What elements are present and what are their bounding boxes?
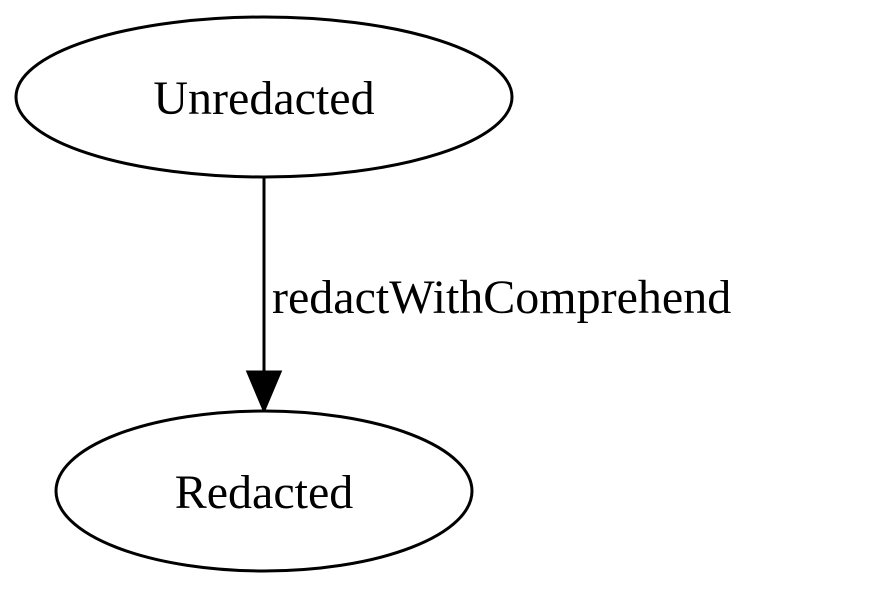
node-unredacted: Unredacted xyxy=(14,15,514,179)
edge-label: redactWithComprehend xyxy=(272,271,731,324)
edge-unredacted-to-redacted: redactWithComprehend xyxy=(245,178,731,414)
node-redacted-ellipse xyxy=(54,409,474,573)
node-redacted: Redacted xyxy=(54,409,474,573)
node-unredacted-label: Unredacted xyxy=(153,72,374,125)
node-redacted-label: Redacted xyxy=(175,466,354,519)
node-unredacted-ellipse xyxy=(14,15,514,179)
edge-arrowhead xyxy=(245,370,283,414)
